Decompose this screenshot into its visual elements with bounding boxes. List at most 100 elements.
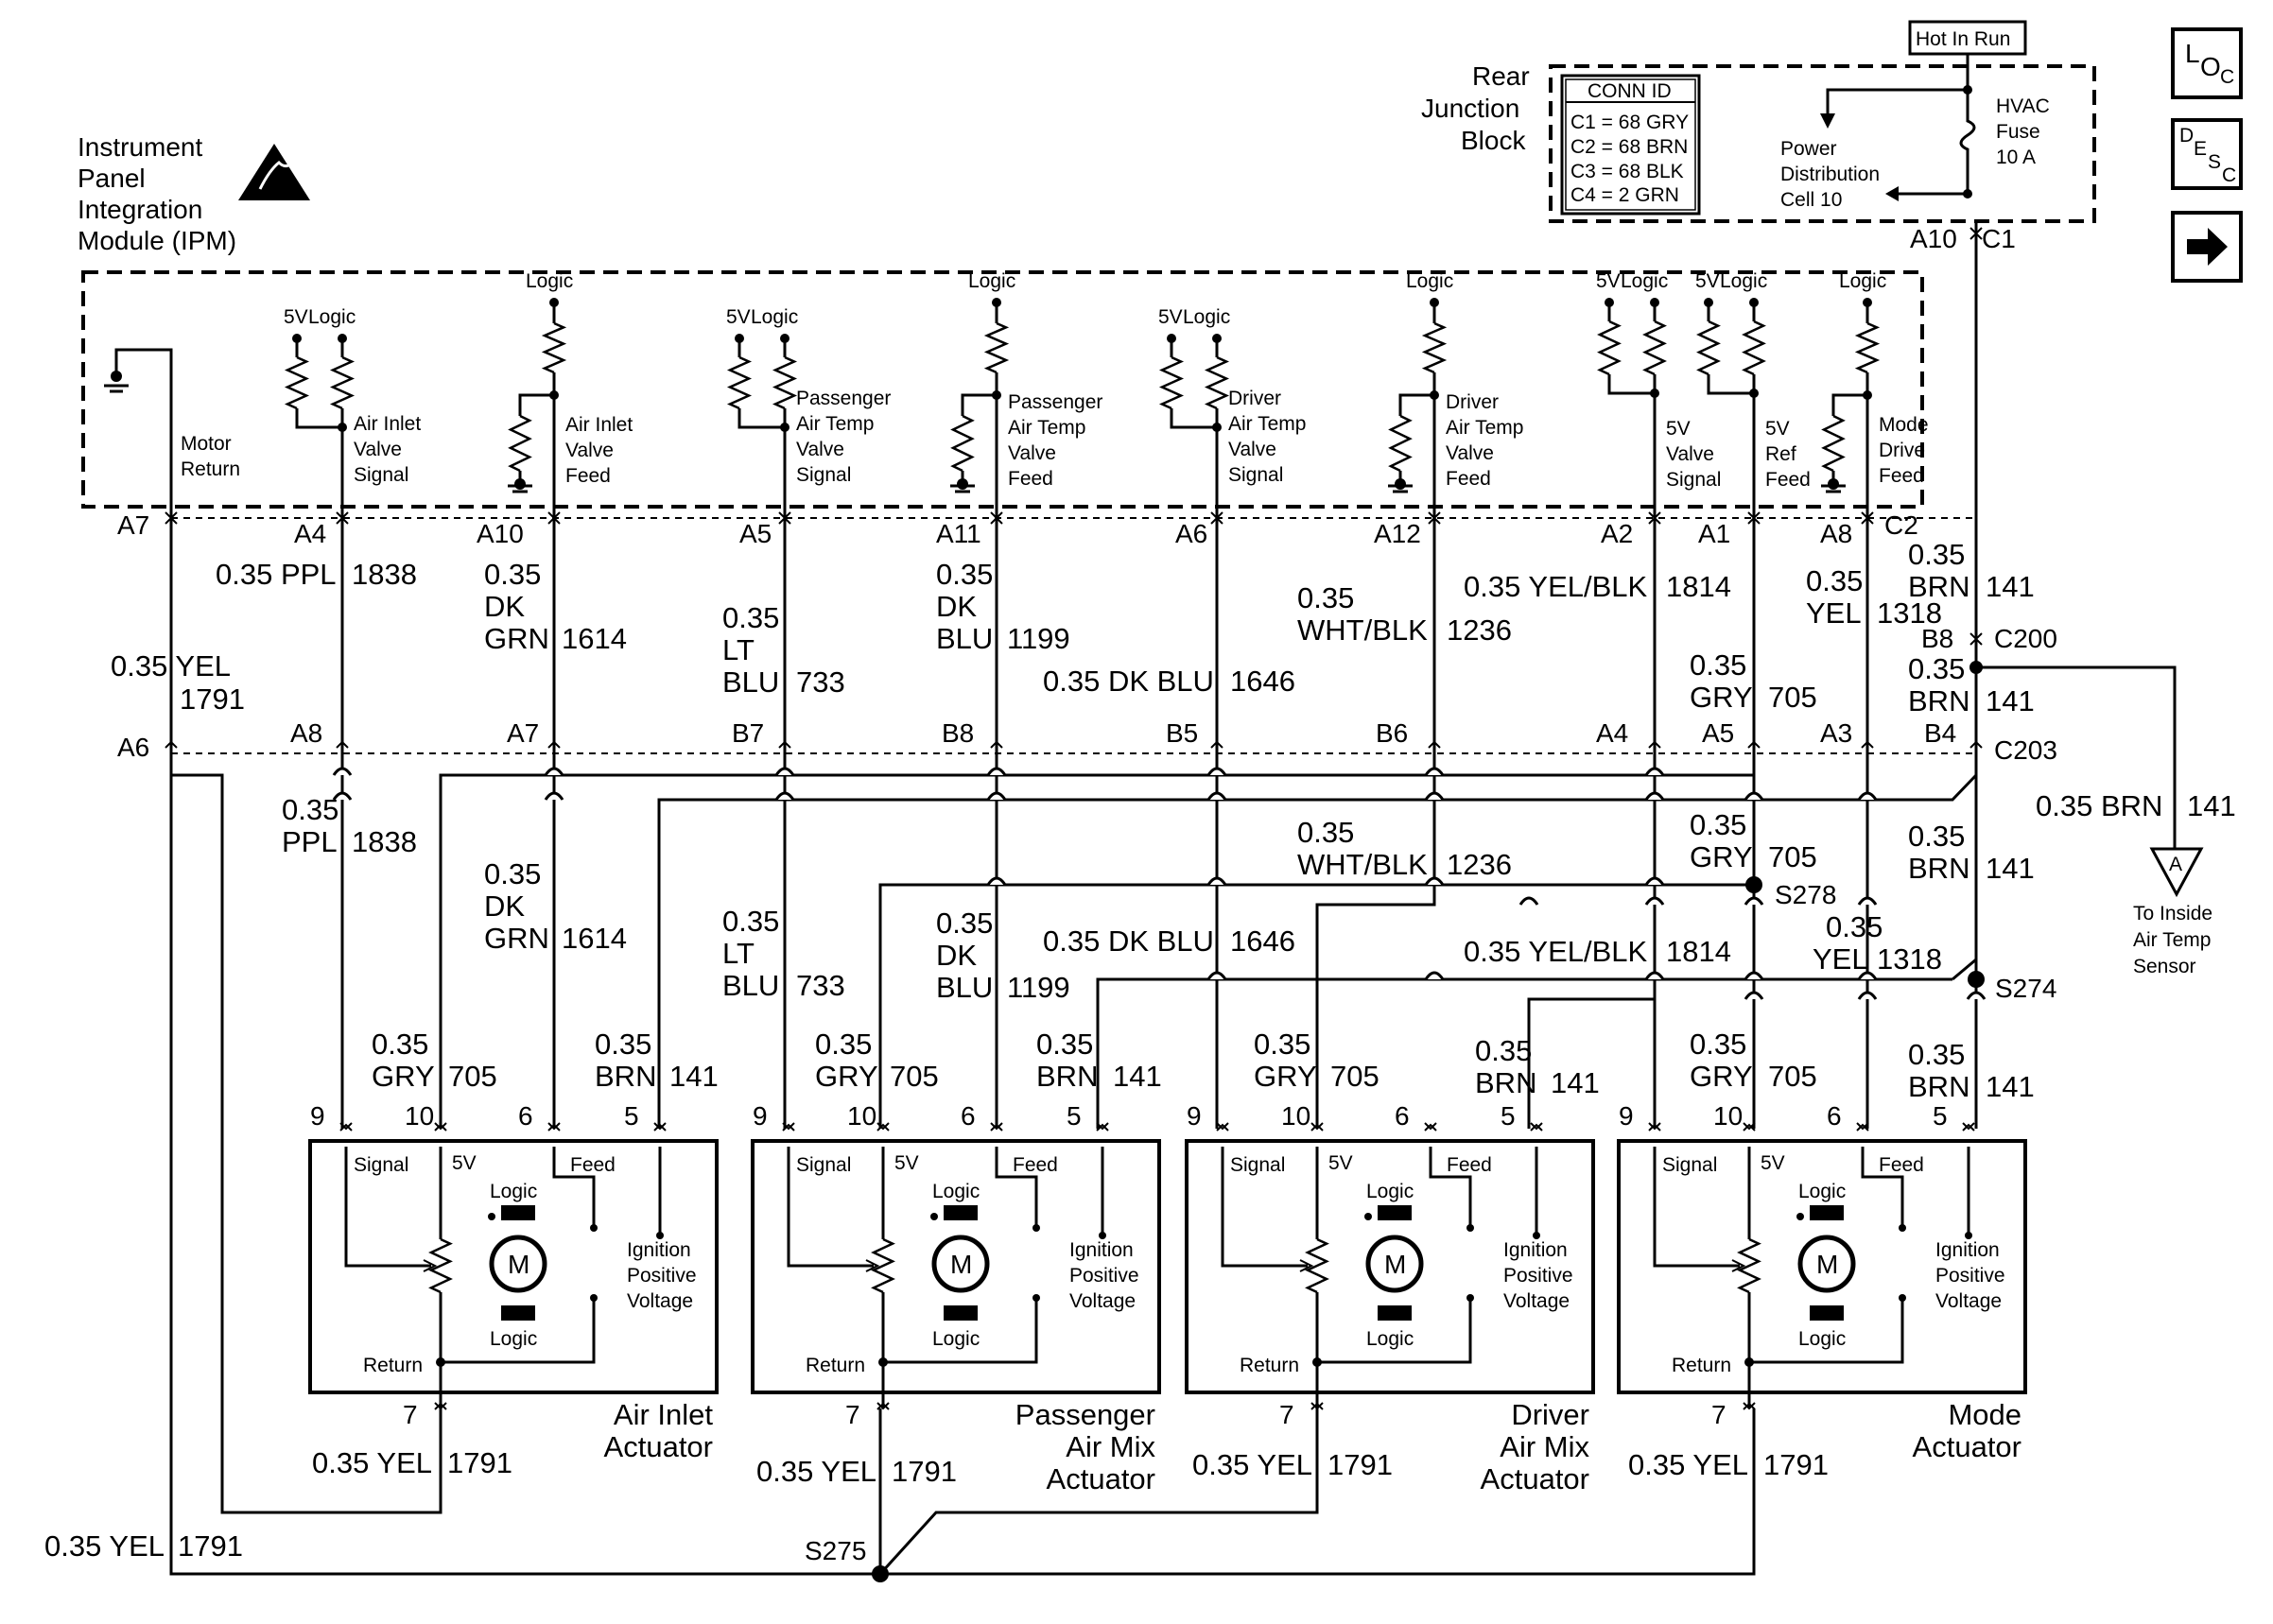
connector-pin [1743,1123,1756,1132]
svg-text:GRN: GRN [484,622,549,655]
splice-dot [930,1213,938,1220]
splice-dot [1965,1232,1972,1239]
wire-segment [878,753,1756,1129]
connector-pin [1216,1122,1229,1131]
motor-brush [1810,1205,1844,1220]
splice-dot [780,423,789,432]
crossover [1206,791,1227,801]
connector-pin [1648,1122,1661,1131]
circuit-name: Signal [796,464,851,486]
connector-pin [336,516,349,525]
actuator-pin-label: 9 [1187,1101,1202,1131]
svg-text:C1: C1 [1982,224,2016,253]
wire-segment [1653,1147,1740,1268]
circuit-name: Driver [1446,391,1499,413]
circuit-name: Air Inlet [354,413,421,435]
crossover [1744,896,1764,906]
crossover [1966,991,1987,1000]
ipm-connector-pins: A7 A4 A10 A5 A11 A6 A12 A2 A1 A8 C2 [117,510,1918,548]
svg-text:BRN: BRN [1908,1070,1969,1103]
svg-text:0.35 YEL/BLK: 0.35 YEL/BLK [1464,570,1648,603]
actuator-pin-label: 7 [403,1400,418,1429]
svg-text:0.35 YEL: 0.35 YEL [1628,1448,1748,1481]
actuator-pin-label: 10 [1281,1101,1310,1131]
crossover [986,791,1007,801]
svg-text:Junction: Junction [1421,94,1519,123]
svg-text:DK: DK [936,939,977,972]
actuator-pin-label: 10 [847,1101,876,1131]
logic-label: Logic [932,1181,980,1202]
connector-pin [1424,1122,1437,1131]
actuator-name: Air Mix [1500,1430,1589,1463]
wire-segment [1749,1298,1904,1364]
circuit-name: Valve [796,439,844,460]
svg-text:705: 705 [1330,1060,1379,1093]
svg-text:1318: 1318 [1877,942,1942,976]
ignition-label: Ignition [1069,1239,1134,1261]
svg-text:0.35 YEL: 0.35 YEL [1192,1448,1312,1481]
svg-text:705: 705 [890,1060,939,1093]
wire-segment [787,1147,874,1268]
return-label: Return [806,1355,865,1376]
actuator-name: Air Inlet [614,1398,713,1431]
wire-segment [518,393,554,416]
desc-letter-3: S [2208,151,2221,173]
crossover [1644,767,1665,776]
crossover [1424,971,1445,980]
ignition-label: Ignition [627,1239,691,1261]
description-button[interactable]: D E S C [2171,118,2243,190]
actuator-pin-label: 6 [518,1101,533,1131]
desc-letter-2: E [2194,138,2207,160]
actuator-name: Actuator [1481,1462,1589,1495]
svg-text:C203: C203 [1994,735,2057,765]
circuit-name: Valve [354,439,402,460]
c200-connector: B8 C200 [1921,624,2057,653]
resistor-icon [983,321,1010,374]
crossover [1744,971,1764,980]
resistor-icon [541,321,567,374]
svg-text:GRY: GRY [1690,681,1753,714]
svg-text:C4 = 2 GRN: C4 = 2 GRN [1570,184,1679,206]
svg-text:0.35: 0.35 [722,601,779,634]
location-button[interactable]: L O C [2171,27,2243,99]
svg-text:BLU: BLU [936,622,993,655]
actuator-pin-label: 9 [310,1101,325,1131]
svg-text:141: 141 [1986,684,2035,717]
svg-text:Fuse: Fuse [1996,121,2040,143]
svg-text:LT: LT [722,937,755,970]
actuator-name: Actuator [1047,1462,1155,1495]
svg-text:PPL: PPL [282,825,338,858]
connector-pin [1856,1122,1869,1131]
connector-pin [1648,516,1661,525]
logic-label: Logic [1366,1181,1414,1202]
resistor-icon [329,355,356,410]
esd-warning-icon [238,144,310,200]
svg-text:A6: A6 [117,733,149,762]
wire-segment [1976,665,2177,849]
svg-text:0.35: 0.35 [1036,1028,1093,1061]
svg-text:1199: 1199 [1007,971,1070,1004]
splice-dot [488,1213,495,1220]
svg-text:0.35: 0.35 [1806,564,1863,597]
splice-dot [1796,1213,1804,1220]
svg-text:1814: 1814 [1666,570,1731,603]
svg-text:BLU: BLU [936,971,993,1004]
splice-dot [590,1224,598,1232]
svg-text:705: 705 [1768,681,1817,714]
ignition-label: Positive [1503,1265,1573,1287]
wire-segment [171,773,442,1514]
circuit-name: Feed [565,465,611,487]
next-page-button[interactable] [2171,211,2243,283]
crossover [1857,791,1878,801]
svg-text:1646: 1646 [1230,924,1295,958]
5v-label: 5V [452,1152,477,1174]
splice-dot [1364,1213,1372,1220]
actuator-pin-label: 6 [1827,1101,1842,1131]
svg-text:141: 141 [1986,1070,2035,1103]
svg-text:0.35: 0.35 [1254,1028,1310,1061]
crossover [332,791,353,801]
